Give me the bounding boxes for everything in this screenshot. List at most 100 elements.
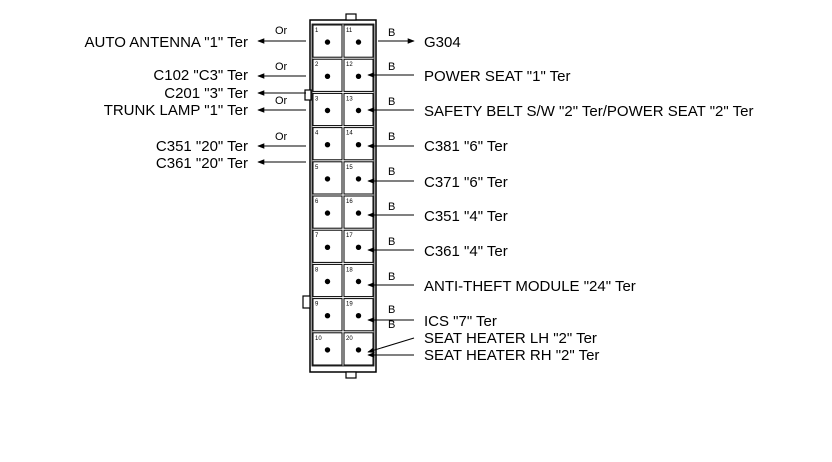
- pin-terminal: [324, 347, 331, 353]
- connector-housing: [309, 19, 377, 373]
- pin-terminal: [355, 73, 362, 80]
- label-c381: C381 "6" Ter: [424, 138, 508, 155]
- pin-number: 6: [315, 199, 319, 205]
- label-c351-4: C351 "4" Ter: [424, 208, 508, 225]
- pin-cavity-7: [312, 229, 343, 263]
- wire-color-or: Or: [275, 95, 288, 107]
- connector-key-upper: [304, 89, 312, 101]
- label-anti-theft: ANTI-THEFT MODULE "24" Ter: [424, 278, 636, 295]
- pin-cavity-5: [312, 161, 343, 195]
- pin-number: 16: [346, 199, 353, 205]
- label-c371: C371 "6" Ter: [424, 174, 508, 191]
- pin-cavity-8: [312, 263, 343, 298]
- pin-terminal: [324, 107, 331, 114]
- pin-number: 17: [346, 233, 353, 239]
- pin-cavity-16: [343, 195, 374, 229]
- pin-terminal: [355, 347, 362, 353]
- wire-color-or: Or: [275, 61, 288, 73]
- label-power-seat: POWER SEAT "1" Ter: [424, 68, 571, 85]
- pin-terminal: [324, 210, 331, 216]
- pin-terminal: [324, 244, 331, 251]
- pin-terminal: [324, 39, 331, 45]
- right-wires: [367, 38, 415, 358]
- pin-cavity-9: [312, 298, 343, 332]
- pin-terminal: [355, 278, 362, 285]
- pin-number: 9: [315, 302, 319, 308]
- pin-terminal: [355, 176, 362, 182]
- label-safety-belt: SAFETY BELT S/W "2" Ter/POWER SEAT "2" T…: [424, 103, 753, 120]
- pin-terminal: [324, 176, 331, 182]
- wire-color-b: B: [388, 319, 395, 331]
- pin-cavity-3: [312, 92, 343, 127]
- left-labels: AUTO ANTENNA "1" Ter C102 "C3" Ter C201 …: [85, 34, 248, 172]
- connector-latch-top: [345, 13, 357, 21]
- pin-number: 2: [315, 62, 319, 68]
- wire-color-b: B: [388, 271, 395, 283]
- pin-cavity-15: [343, 161, 374, 195]
- pin-cavity-1: [312, 24, 343, 58]
- pin-number: 1: [315, 28, 319, 34]
- pin-cavity-2: [312, 58, 343, 92]
- pin-number: 4: [315, 131, 319, 137]
- label-c102: C102 "C3" Ter: [153, 67, 248, 84]
- pin-number: 8: [315, 267, 319, 273]
- pin-cavity-6: [312, 195, 343, 229]
- label-c351-20: C351 "20" Ter: [156, 138, 248, 155]
- pin-cavity-18: [343, 263, 374, 298]
- wire-color-b: B: [388, 236, 395, 248]
- label-trunk-lamp: TRUNK LAMP "1" Ter: [104, 102, 248, 119]
- label-c201: C201 "3" Ter: [164, 85, 248, 102]
- pin-terminal: [355, 210, 362, 216]
- pin-terminal: [355, 107, 362, 114]
- label-seat-heater-rh: SEAT HEATER RH "2" Ter: [424, 347, 599, 364]
- connector-inner-frame: [311, 23, 375, 367]
- pin-cavity-11: [343, 24, 374, 58]
- pin-cavity-10: [312, 332, 343, 366]
- pin-terminal: [355, 39, 362, 45]
- wire-color-b: B: [388, 166, 395, 178]
- label-c361-20: C361 "20" Ter: [156, 155, 248, 172]
- pin-terminal: [324, 142, 331, 148]
- wire-color-codes: Or Or Or Or B B B B B B B B B B: [275, 25, 395, 331]
- pin-number: 14: [346, 131, 353, 137]
- pin-number: 13: [346, 96, 353, 102]
- pin-cavity-4: [312, 127, 343, 161]
- right-labels: G304 POWER SEAT "1" Ter SAFETY BELT S/W …: [424, 34, 753, 364]
- pin-number: 11: [346, 28, 353, 34]
- pin-terminal: [355, 313, 362, 319]
- pin-cavity-17: [343, 229, 374, 263]
- pin-number: 3: [315, 96, 319, 102]
- wire-color-b: B: [388, 96, 395, 108]
- label-auto-antenna: AUTO ANTENNA "1" Ter: [85, 34, 248, 51]
- pin-number: 18: [346, 267, 353, 273]
- wire-color-b: B: [388, 131, 395, 143]
- pin-number: 5: [315, 165, 319, 171]
- pin-number: 12: [346, 62, 353, 68]
- label-g304: G304: [424, 34, 461, 51]
- pin-terminal: [324, 278, 331, 285]
- wire-color-or: Or: [275, 131, 288, 143]
- pin-number: 10: [315, 336, 322, 342]
- wire-color-b: B: [388, 201, 395, 213]
- pin-terminal: [324, 73, 331, 80]
- pin-cavity-19: [343, 298, 374, 332]
- label-ics: ICS "7" Ter: [424, 313, 497, 330]
- pin-number: 20: [346, 336, 353, 342]
- wire-pin20-seat-heater-lh: [367, 337, 415, 353]
- connector-latch-bottom: [345, 371, 357, 379]
- pin-terminal: [355, 142, 362, 148]
- left-wires: [257, 38, 306, 165]
- label-seat-heater-lh: SEAT HEATER LH "2" Ter: [424, 330, 597, 347]
- pin-number: 7: [315, 233, 319, 239]
- pin-terminal: [355, 244, 362, 251]
- pin-terminal: [324, 313, 331, 319]
- label-c361-4: C361 "4" Ter: [424, 243, 508, 260]
- wire-color-b: B: [388, 304, 395, 316]
- pin-number: 15: [346, 165, 353, 171]
- wire-color-b: B: [388, 27, 395, 39]
- pin-number: 19: [346, 302, 353, 308]
